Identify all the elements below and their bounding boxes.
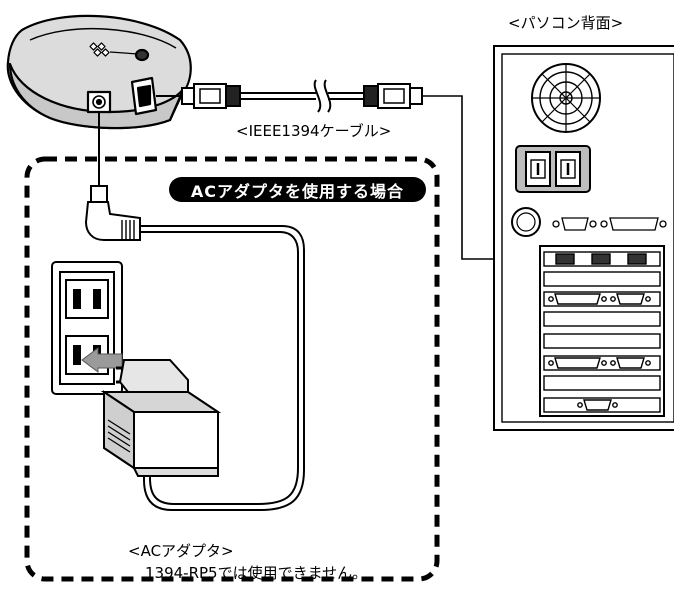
device-led-dots-icon xyxy=(89,42,110,57)
compatibility-note: 1394-RP5では使用できません。 xyxy=(145,564,368,582)
power-socket-panel xyxy=(515,145,591,193)
fan-grille-icon xyxy=(531,63,601,133)
ac-adapter xyxy=(100,359,222,481)
ieee1394-cable xyxy=(156,79,540,260)
wall-outlet xyxy=(51,261,123,395)
cable-plug-left-tip xyxy=(181,87,195,105)
insert-arrow-icon xyxy=(81,347,123,373)
device xyxy=(6,14,192,130)
cable-plug-right-tip xyxy=(409,87,423,105)
parallel-port-top xyxy=(600,217,667,231)
pc-back-label: <パソコン背面> xyxy=(508,14,624,32)
ac-adapter-label: <ACアダプタ> xyxy=(128,542,234,560)
ac-adapter-dashed-region xyxy=(24,156,440,582)
ac-scenario-badge: ACアダプタを使用する場合 xyxy=(169,177,426,202)
power-led-icon xyxy=(134,48,150,62)
ieee1394-cable-label: <IEEE1394ケーブル> xyxy=(236,122,392,140)
serial-port-top xyxy=(552,217,597,231)
device-top-ridge xyxy=(29,27,177,49)
device-led-line xyxy=(109,51,139,55)
dc-cable xyxy=(84,112,305,511)
pc-back-panel xyxy=(493,45,674,431)
